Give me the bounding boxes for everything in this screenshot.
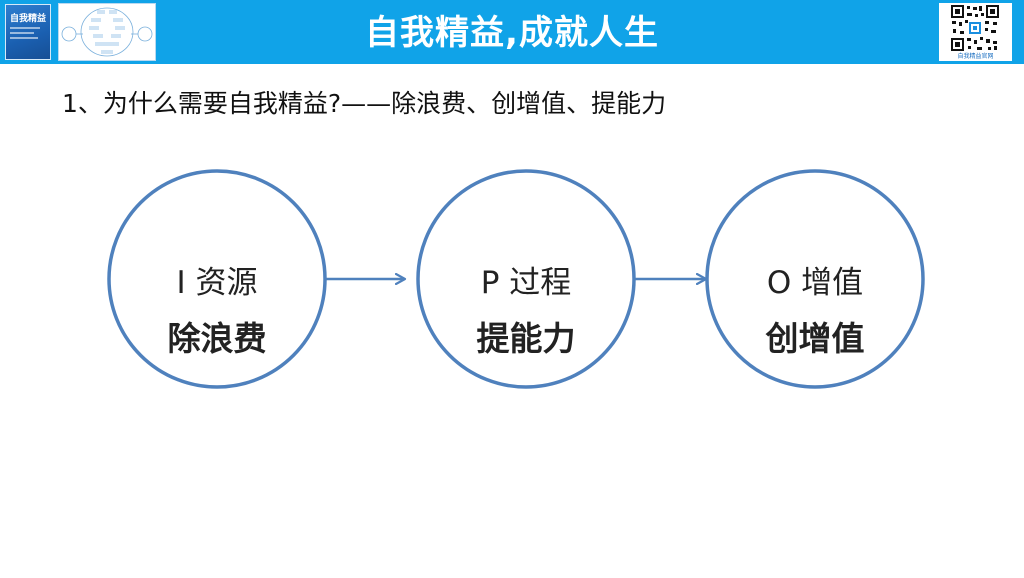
qr-code-icon: 自我精益官网 [939,3,1012,61]
node-output-action: 创增值 [765,319,865,358]
node-input-label: I 资源 [176,265,258,301]
book-cover-line [10,37,38,39]
qr-caption: 自我精益官网 [957,53,994,60]
book-cover-image: 自我精益 [5,4,51,60]
question-heading: 1、为什么需要自我精益?——除浪费、创增值、提能力 [62,89,667,118]
diagram-thumbnail-image [58,3,156,61]
page-title: 自我精益,成就人生 [365,13,659,53]
node-output-label: O 增值 [766,265,864,301]
book-cover-title: 自我精益 [10,14,47,24]
qr-code-pattern [951,5,999,51]
book-cover-line [10,27,40,29]
flow-node-circle-input [107,169,327,389]
node-process-action: 提能力 [476,319,576,358]
node-process-label: P 过程 [480,265,572,301]
book-cover-line [10,32,34,34]
diagram-thumbnail-drawing [61,7,153,57]
flow-node-circle-process [416,169,636,389]
header-bar: 自我精益 自我精益,成就人生 [0,0,1024,64]
node-input-action: 除浪费 [167,319,267,358]
